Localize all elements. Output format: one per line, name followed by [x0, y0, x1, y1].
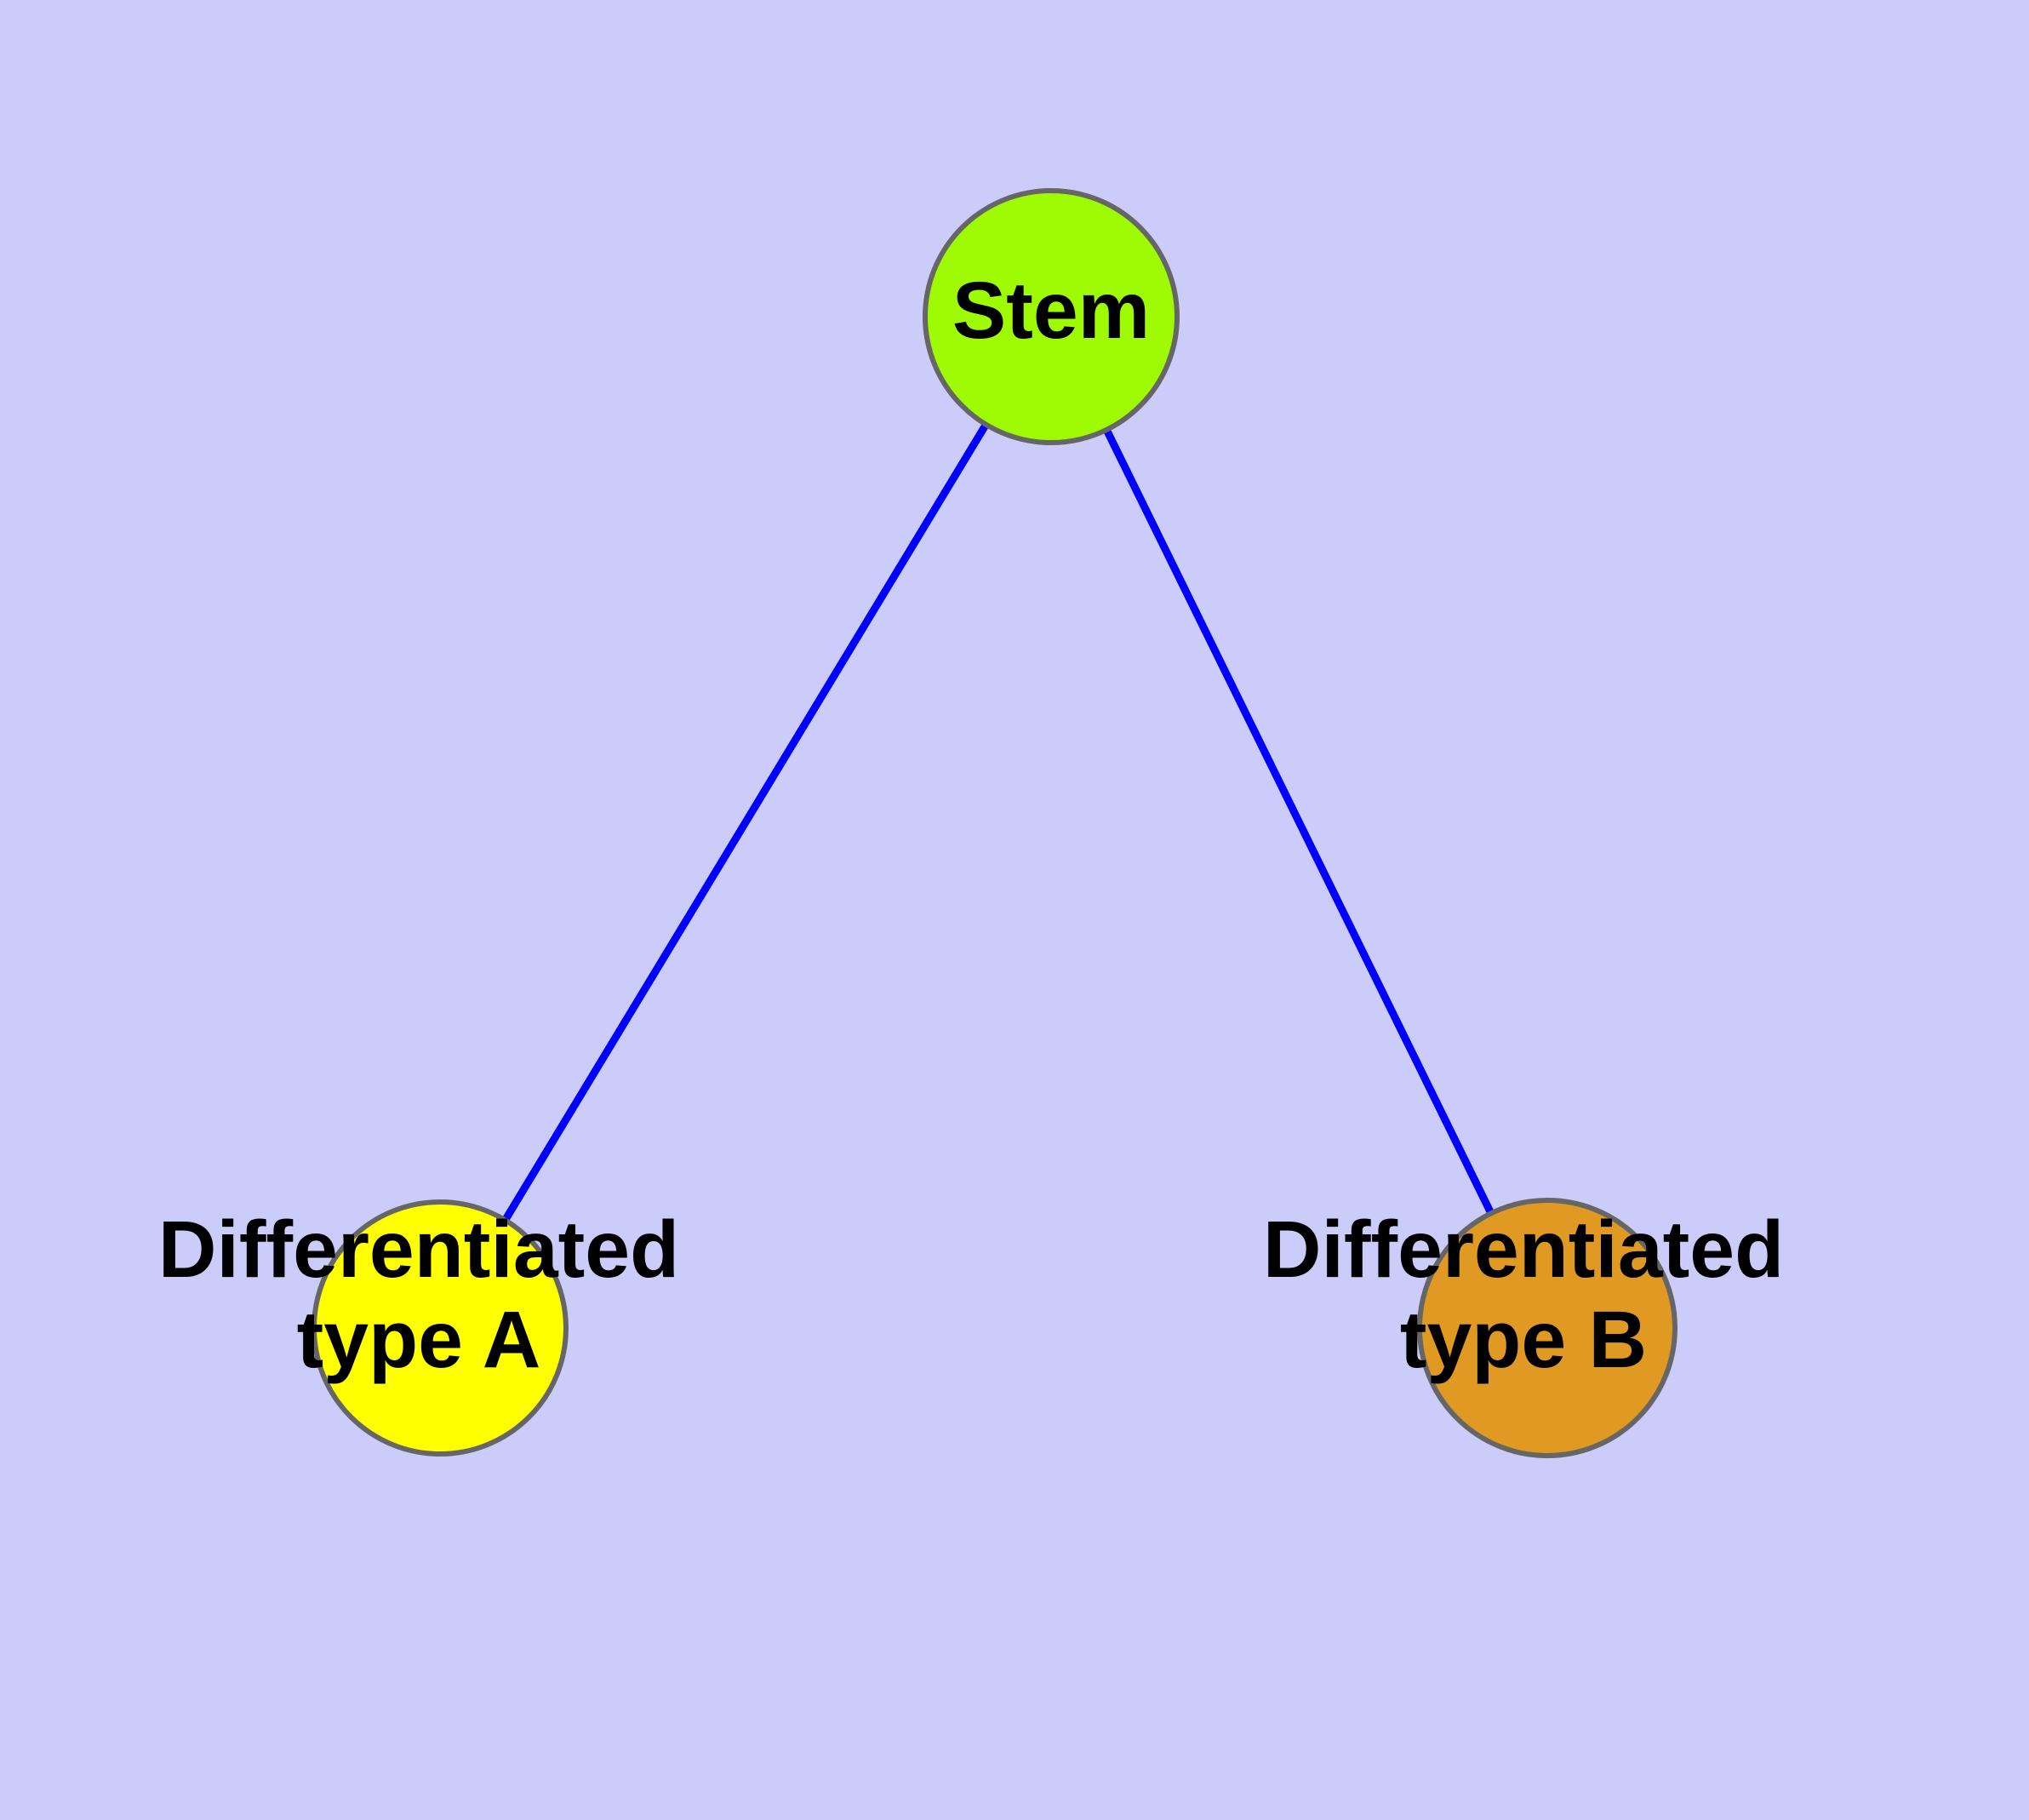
node-label-line: type B: [1400, 1295, 1647, 1385]
node-label-line: Stem: [952, 266, 1150, 356]
node-label-line: Differentiated: [1263, 1205, 1784, 1295]
edge-layer: [436, 312, 1552, 1332]
node-label-stem: Stem: [952, 266, 1150, 356]
node-circle-diff-a[interactable]: [311, 1199, 569, 1457]
edge-stem-diff-a[interactable]: [436, 312, 1055, 1332]
node-stem[interactable]: Stem: [923, 188, 1180, 445]
node-label-line: type A: [297, 1295, 541, 1385]
node-circle-stem[interactable]: [923, 188, 1180, 445]
node-circle-diff-b[interactable]: [1417, 1198, 1677, 1458]
edge-stem-diff-b[interactable]: [1047, 312, 1552, 1332]
node-label-line: Differentiated: [158, 1205, 679, 1295]
